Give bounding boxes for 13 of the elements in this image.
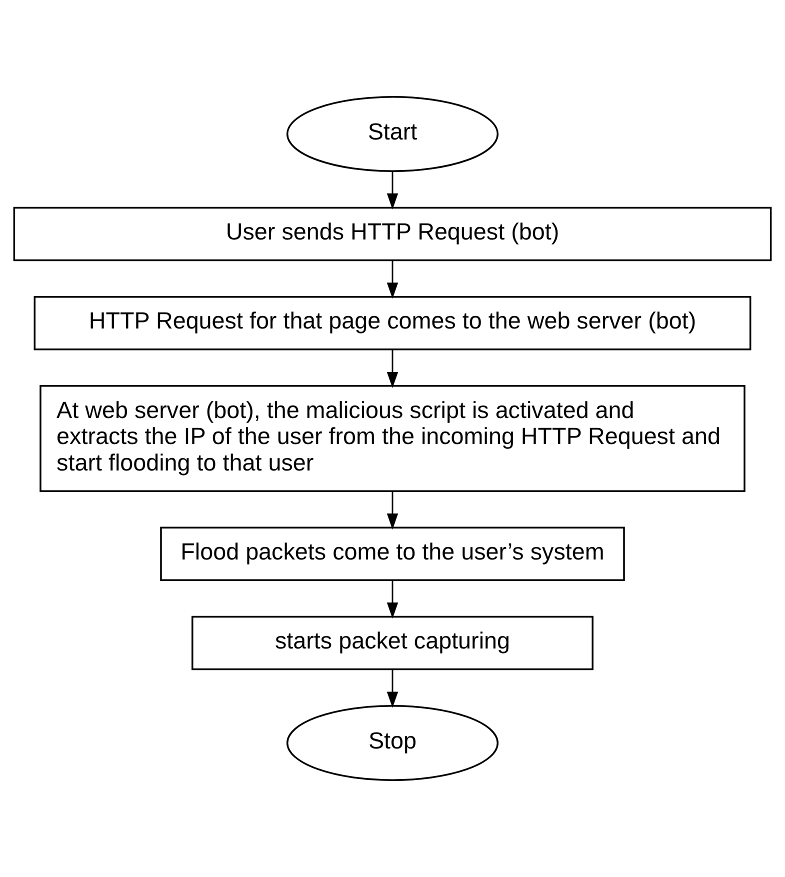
arrow (386, 260, 398, 299)
node-ellipse: Stop (286, 704, 499, 781)
node-ellipse: Start (286, 96, 499, 172)
arrow (386, 492, 398, 530)
arrow (386, 350, 398, 388)
node-box: Flood packets come to the user’s system (160, 526, 625, 582)
arrow (386, 669, 398, 708)
arrow (386, 172, 398, 210)
node-box: HTTP Request for that page comes to the web server (bot) (34, 296, 752, 350)
arrow (386, 580, 398, 619)
node-box: At web server (bot), the malicious script is activated and extracts the IP of the user from the incoming HTTP Request and start flooding to that user (40, 385, 746, 492)
node-box: User sends HTTP Request (bot) (13, 206, 772, 262)
node-box: starts packet capturing (192, 616, 594, 670)
